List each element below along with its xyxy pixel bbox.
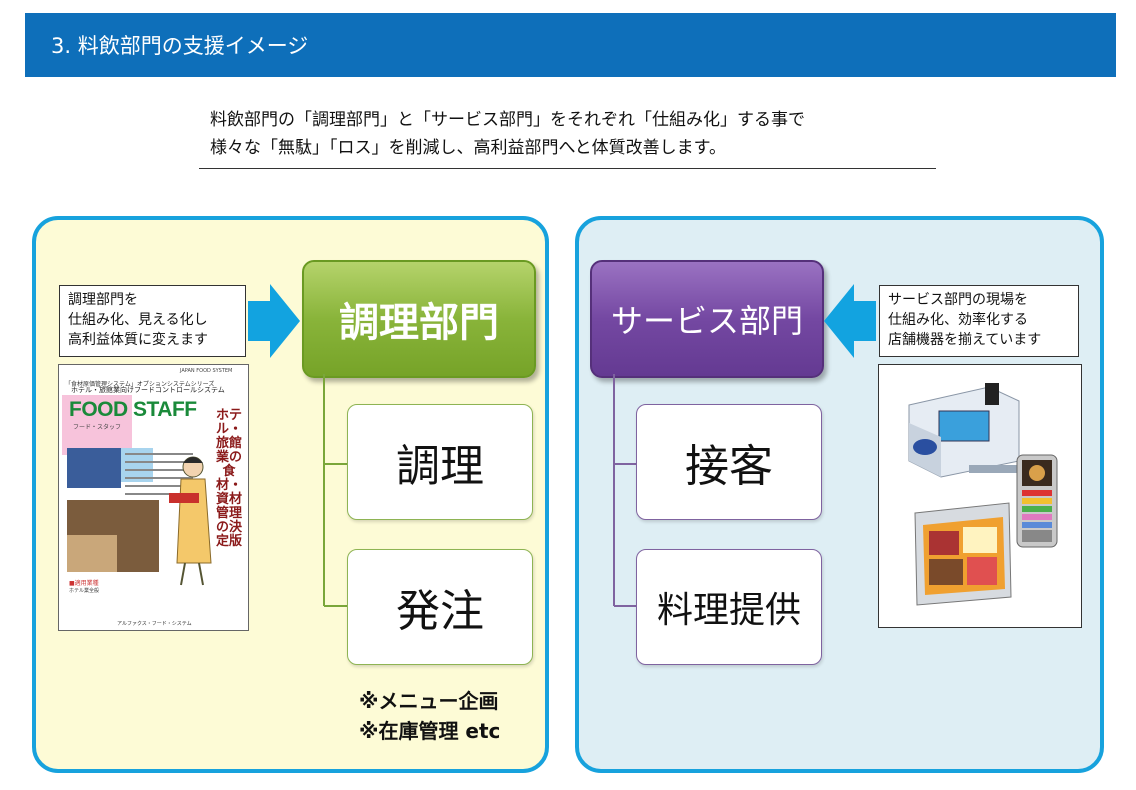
- kitchen-description-line: 仕組み化、見える化し: [68, 312, 208, 328]
- kitchen-description-line: 高利益体質に変えます: [68, 332, 208, 348]
- section-header: 3. 料飲部門の支援イメージ: [25, 13, 1116, 77]
- kitchen-department-box: 調理部門: [302, 260, 536, 378]
- intro-line-1: 料飲部門の「調理部門」と「サービス部門」をそれぞれ「仕組み化」する事で: [210, 110, 805, 130]
- service-description-line: 店舗機器を揃えています: [888, 332, 1042, 348]
- left-arrow-icon: [824, 284, 876, 358]
- brochure-feature-list: [125, 447, 193, 501]
- brochure-footer-title: ■適用業種: [69, 580, 99, 587]
- customer-service-box: 接客: [636, 404, 822, 520]
- kitchen-description-line: 調理部門を: [68, 292, 138, 308]
- right-arrow-icon: [248, 284, 300, 358]
- restaurant-devices-photo: [878, 364, 1082, 628]
- service-description-line: サービス部門の現場を: [888, 292, 1028, 308]
- brochure-logo-sub: フード・スタッフ: [73, 424, 122, 431]
- service-department-box: サービス部門: [590, 260, 824, 378]
- brochure-logo: FOOD STAFF: [69, 398, 197, 421]
- brochure-brand: JAPAN FOOD SYSTEM: [180, 368, 233, 374]
- service-connector: [613, 374, 638, 607]
- service-description: サービス部門の現場を 仕組み化、効率化する 店舗機器を揃えています: [879, 285, 1079, 357]
- intro-text: 料飲部門の「調理部門」と「サービス部門」をそれぞれ「仕組み化」する事で 様々な「…: [199, 106, 936, 169]
- kitchen-description: 調理部門を 仕組み化、見える化し 高利益体質に変えます: [59, 285, 246, 357]
- brochure-header: ホテル・旅館業向けフードコントロールシステム: [71, 386, 225, 394]
- food-staff-brochure: 「食材原価管理システム」オプションシステムシリーズ ホテル・旅館業向けフードコン…: [58, 364, 249, 631]
- food-serving-box: 料理提供: [636, 549, 822, 665]
- cooking-box: 調理: [347, 404, 533, 520]
- brochure-header-small: 「食材原価管理システム」オプションシステムシリーズ: [65, 381, 215, 388]
- brochure-company: アルファクス・フード・システム: [117, 621, 192, 627]
- ordering-box: 発注: [347, 549, 533, 665]
- brochure-vertical-text: ホテル・旅館業の食材・資材管理の決定版: [216, 408, 243, 549]
- pos-terminal-illustration: [908, 383, 1058, 606]
- section-title: 3. 料飲部門の支援イメージ: [51, 34, 309, 58]
- note-menu-planning: ※メニュー企画: [359, 689, 499, 713]
- kitchen-notes: ※メニュー企画 ※在庫管理 etc: [359, 686, 500, 746]
- intro-line-2: 様々な「無駄」「ロス」を削減し、高利益部門へと体質改善します。: [210, 138, 726, 158]
- brochure-feature-grid: [67, 448, 121, 488]
- brochure-waitress-illustration: [169, 456, 212, 586]
- brochure-footer-text: ホテル業全般: [69, 588, 100, 594]
- brochure-pink-block: [62, 395, 132, 455]
- kitchen-connector: [323, 374, 348, 607]
- service-description-line: 仕組み化、効率化する: [888, 312, 1028, 328]
- brochure-food-photo-detail: [67, 535, 117, 572]
- note-inventory: ※在庫管理 etc: [359, 719, 501, 743]
